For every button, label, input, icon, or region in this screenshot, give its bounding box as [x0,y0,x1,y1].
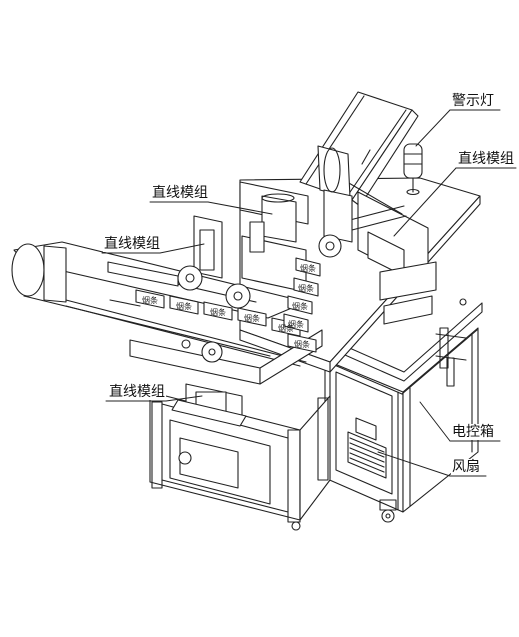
pack-label-10: 烟条 [288,319,304,329]
cigarette-packs: 烟条 烟条 烟条 烟条 烟条 烟条 烟条 烟条 烟条 烟条 [135,257,321,353]
pack-label-2: 烟条 [176,301,192,311]
base-frame [149,391,331,531]
pack-label-6: 烟条 [294,339,310,349]
linear-module-top-right [349,191,437,325]
pack-label-4: 烟条 [244,313,260,323]
leader-fan [377,451,451,477]
leader-lines [101,109,517,477]
leader-module-b [165,395,203,402]
label-linear-module-top-right: 直线模组 [457,151,515,167]
leader-box [419,401,451,442]
pack-label-8: 烟条 [298,283,314,293]
pack-label-7: 烟条 [300,263,316,273]
leader-module-l [159,243,205,254]
pack-label-1: 烟条 [142,295,158,305]
cabinet-casters [379,499,397,523]
linear-module-left [177,215,251,309]
pack-column-right [283,257,321,333]
alarm-light-tower [403,143,423,196]
label-fan: 风扇 [451,459,481,475]
pack-label-5: 烟条 [278,323,294,333]
leader-module-tr [393,167,457,237]
fan-grill [347,417,387,479]
pack-label-3: 烟条 [210,307,226,317]
pack-row-bottom [135,289,317,353]
pack-label-9: 烟条 [292,301,308,311]
label-linear-module-left: 直线模组 [103,236,161,252]
label-electric-control-box: 电控箱 [451,424,495,440]
label-linear-module-top-left: 直线模组 [151,185,209,201]
leader-module-tl [207,201,273,215]
linear-module-top-left [239,145,353,293]
leader-alarm [415,109,451,147]
label-alarm-light: 警示灯 [451,93,495,109]
label-linear-module-bottom: 直线模组 [108,384,166,400]
